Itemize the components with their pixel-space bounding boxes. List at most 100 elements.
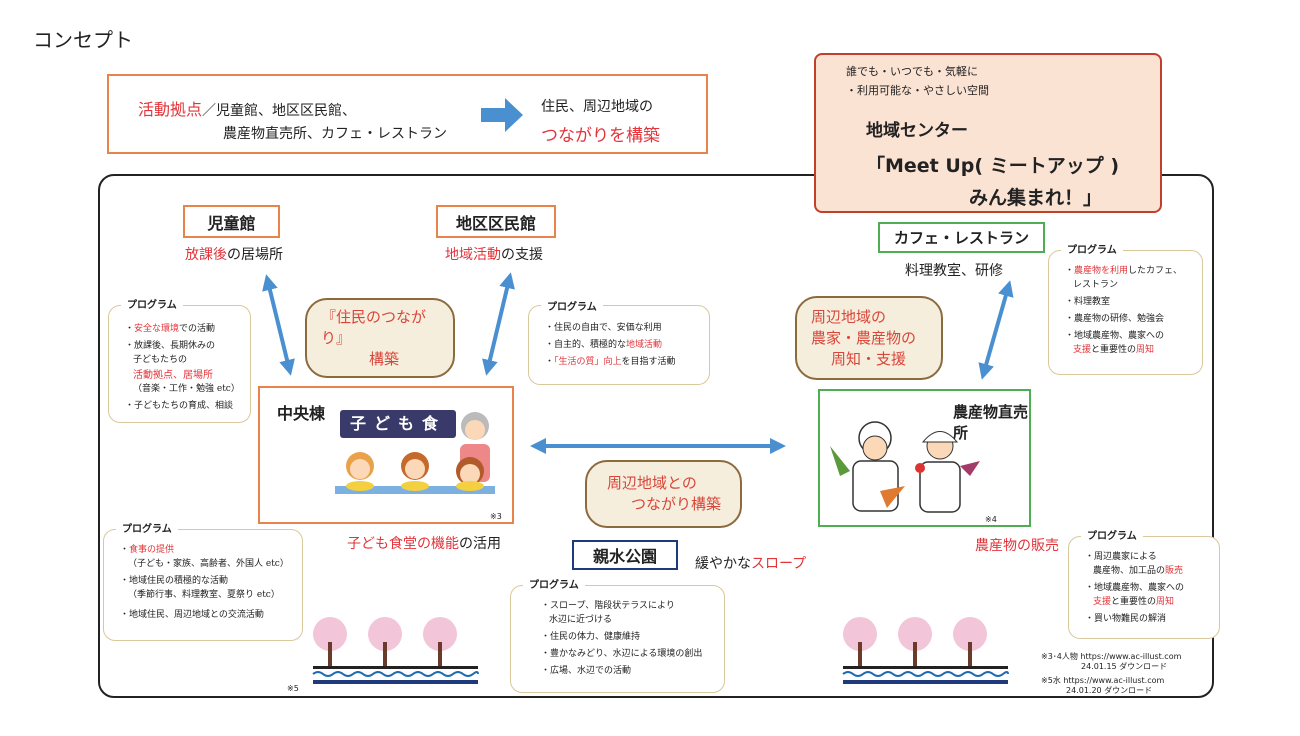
highlight: 放課後 bbox=[185, 247, 227, 263]
highlight: 地域活動 bbox=[445, 247, 501, 263]
program-cafe: プログラム ・農産物を利用したカフェ、 レストラン ・料理教室 ・農産物の研修、… bbox=[1048, 243, 1203, 375]
slogan: みん集まれ！」 bbox=[969, 187, 1103, 209]
center-concept-box: 誰でも・いつでも・気軽に ・利用可能な・やさしい空間 地域センター 「Meet … bbox=[814, 53, 1162, 213]
highlight: スロープ bbox=[751, 556, 807, 572]
highlight: 支援 bbox=[1093, 596, 1112, 607]
item-cont: （季節行事、料理教室、夏祭り etc） bbox=[128, 589, 280, 600]
summary-line2: 農産物直売所、カフェ・レストラン bbox=[223, 126, 447, 142]
item: ・放課後、長期休みの bbox=[125, 340, 216, 351]
arrow-cafe bbox=[978, 280, 1014, 380]
trees-water-right bbox=[842, 617, 1009, 684]
program-park: プログラム ・スロープ、階段状テラスにより 水辺に近づける ・住民の体力、健康維… bbox=[510, 578, 725, 693]
park-sub: 緩やかなスロープ bbox=[695, 553, 806, 573]
bubble-text: 周知・支援 bbox=[831, 349, 907, 368]
highlight: 活動拠点、居場所 bbox=[133, 369, 213, 381]
highlight: 安全な環境 bbox=[134, 324, 180, 334]
arrow-kumin bbox=[482, 272, 515, 376]
item-cont: 子どもたちの bbox=[133, 354, 188, 365]
credit-line: ※5水 https://www.ac-illust.com bbox=[1041, 676, 1165, 685]
item: ・自主的、積極的な地域活動 bbox=[545, 337, 699, 354]
text: での活動 bbox=[179, 324, 216, 334]
highlight: 周知 bbox=[1136, 344, 1155, 355]
jidokan-sub: 放課後の居場所 bbox=[185, 244, 283, 264]
text: の支援 bbox=[501, 247, 543, 263]
item-cont: （子ども・家族、高齢者、外国人 etc） bbox=[128, 558, 289, 569]
highlight: 「生活の質」向上 bbox=[554, 357, 622, 368]
park-label: 親水公園 bbox=[572, 540, 678, 570]
item-cont: 支援と重要性の周知 bbox=[1085, 596, 1209, 610]
summary-box: 活動拠点／児童館、地区区民館、 農産物直売所、カフェ・レストラン 住民、周辺地域… bbox=[107, 74, 708, 154]
chuo-name: 中央棟 bbox=[277, 404, 326, 423]
text: 緩やかな bbox=[695, 556, 751, 572]
credit-note: ※4 bbox=[985, 515, 997, 524]
item: ・スロープ、階段状テラスにより bbox=[541, 601, 675, 611]
summary-line1: 活動拠点／児童館、地区区民館、 bbox=[138, 96, 356, 120]
text: したカフェ、 bbox=[1128, 266, 1183, 276]
program-kumin: プログラム ・住民の自由で、安価な利用 ・自主的、積極的な地域活動 ・「生活の質… bbox=[528, 298, 710, 385]
chokubai-building: 農産物直売所 ※4 bbox=[818, 389, 1031, 527]
text: ／児童館、地区区民館、 bbox=[202, 103, 357, 119]
chokubai-sub: 農産物の販売 bbox=[975, 538, 1059, 554]
item: ・農産物の研修、勉強会 bbox=[1065, 313, 1165, 324]
item: ・地域農産物、農家への bbox=[1065, 330, 1165, 341]
program-heading: プログラム bbox=[116, 522, 178, 538]
bubble-farmers: 周辺地域の 農家・農産物の 周知・支援 bbox=[795, 296, 943, 380]
item: ・住民の体力、健康維持 bbox=[541, 631, 641, 642]
item: ・食事の提供 bbox=[120, 545, 175, 555]
program-chuo: プログラム ・食事の提供 （子ども・家族、高齢者、外国人 etc） ・地域住民の… bbox=[103, 522, 303, 641]
chokubai-name: 農産物直売所 bbox=[953, 403, 1029, 442]
program-heading: プログラム bbox=[523, 578, 585, 594]
item: ・農産物を利用したカフェ、 bbox=[1065, 266, 1183, 276]
chuo-building: 中央棟 子ども食堂 ※3 bbox=[258, 386, 514, 524]
main-frame bbox=[98, 174, 1214, 698]
bubble-text: つながり構築 bbox=[631, 495, 722, 513]
concept-line2: ・利用可能な・やさしい空間 bbox=[846, 84, 989, 97]
credit-line: ※3･4人物 https://www.ac-illust.com bbox=[1041, 652, 1182, 661]
program-heading: プログラム bbox=[121, 298, 183, 314]
cafe-sub: 料理教室、研修 bbox=[905, 263, 1003, 279]
item: ・「生活の質」向上を目指す活動 bbox=[545, 357, 676, 368]
program-chokubai: プログラム ・周辺農家による 農産物、加工品の販売 ・地域農産物、農家への 支援… bbox=[1068, 529, 1220, 639]
bubble-text: 構築 bbox=[369, 349, 400, 368]
kumin-sub: 地域活動の支援 bbox=[445, 244, 543, 264]
item: ・地域農産物、農家への bbox=[1085, 582, 1185, 593]
arrow-jidokan bbox=[262, 274, 295, 376]
children-eating-illustration bbox=[335, 412, 495, 494]
highlight: 周知 bbox=[1156, 596, 1175, 607]
item: ・住民の自由で、安価な利用 bbox=[545, 323, 662, 333]
text: と重要性の bbox=[1111, 596, 1157, 607]
text: を目指す活動 bbox=[621, 357, 676, 368]
credit-note: ※5 bbox=[287, 684, 299, 693]
text: の居場所 bbox=[227, 247, 283, 263]
item: ・周辺農家による bbox=[1085, 552, 1157, 562]
center-name: 地域センター bbox=[866, 121, 968, 141]
concept-line1: 誰でも・いつでも・気軽に bbox=[846, 65, 978, 78]
item-cont: 支援と重要性の周知 bbox=[1065, 344, 1192, 358]
summary-result2: つながりを構築 bbox=[541, 126, 660, 146]
item: ・地域住民、周辺地域との交流活動 bbox=[120, 609, 264, 620]
item: ・広場、水辺での活動 bbox=[541, 665, 632, 676]
bubble-text: 『住民のつながり』 bbox=[321, 307, 427, 347]
farmers-illustration bbox=[830, 421, 980, 513]
item-cont: 農産物、加工品の販売 bbox=[1085, 565, 1209, 579]
chuo-sub: 子ども食堂の機能の活用 bbox=[347, 533, 501, 553]
program-heading: プログラム bbox=[541, 298, 603, 317]
text: ・自主的、積極的な bbox=[545, 340, 627, 351]
jidokan-label: 児童館 bbox=[183, 205, 280, 238]
kumin-label: 地区区民館 bbox=[436, 205, 556, 238]
bubble-region: 周辺地域との つながり構築 bbox=[585, 460, 742, 528]
item-cont: 水辺に近づける bbox=[549, 614, 613, 625]
item-cont: レストラン bbox=[1073, 279, 1119, 290]
highlight: 食事の提供 bbox=[129, 545, 175, 555]
highlight: 活動拠点 bbox=[138, 100, 203, 119]
item: ・安全な環境での活動 bbox=[125, 324, 216, 334]
text: 農産物、加工品の bbox=[1093, 565, 1166, 576]
item: ・料理教室 bbox=[1065, 296, 1111, 307]
highlight: 地域活動 bbox=[626, 340, 663, 351]
item-cont: （音楽・工作・勉強 etc） bbox=[133, 384, 240, 395]
item: ・子どもたちの育成、相談 bbox=[125, 401, 234, 412]
highlight: 支援 bbox=[1073, 344, 1092, 355]
item: ・買い物難民の解消 bbox=[1085, 613, 1167, 624]
bubble-text: 周辺地域との bbox=[607, 474, 697, 492]
